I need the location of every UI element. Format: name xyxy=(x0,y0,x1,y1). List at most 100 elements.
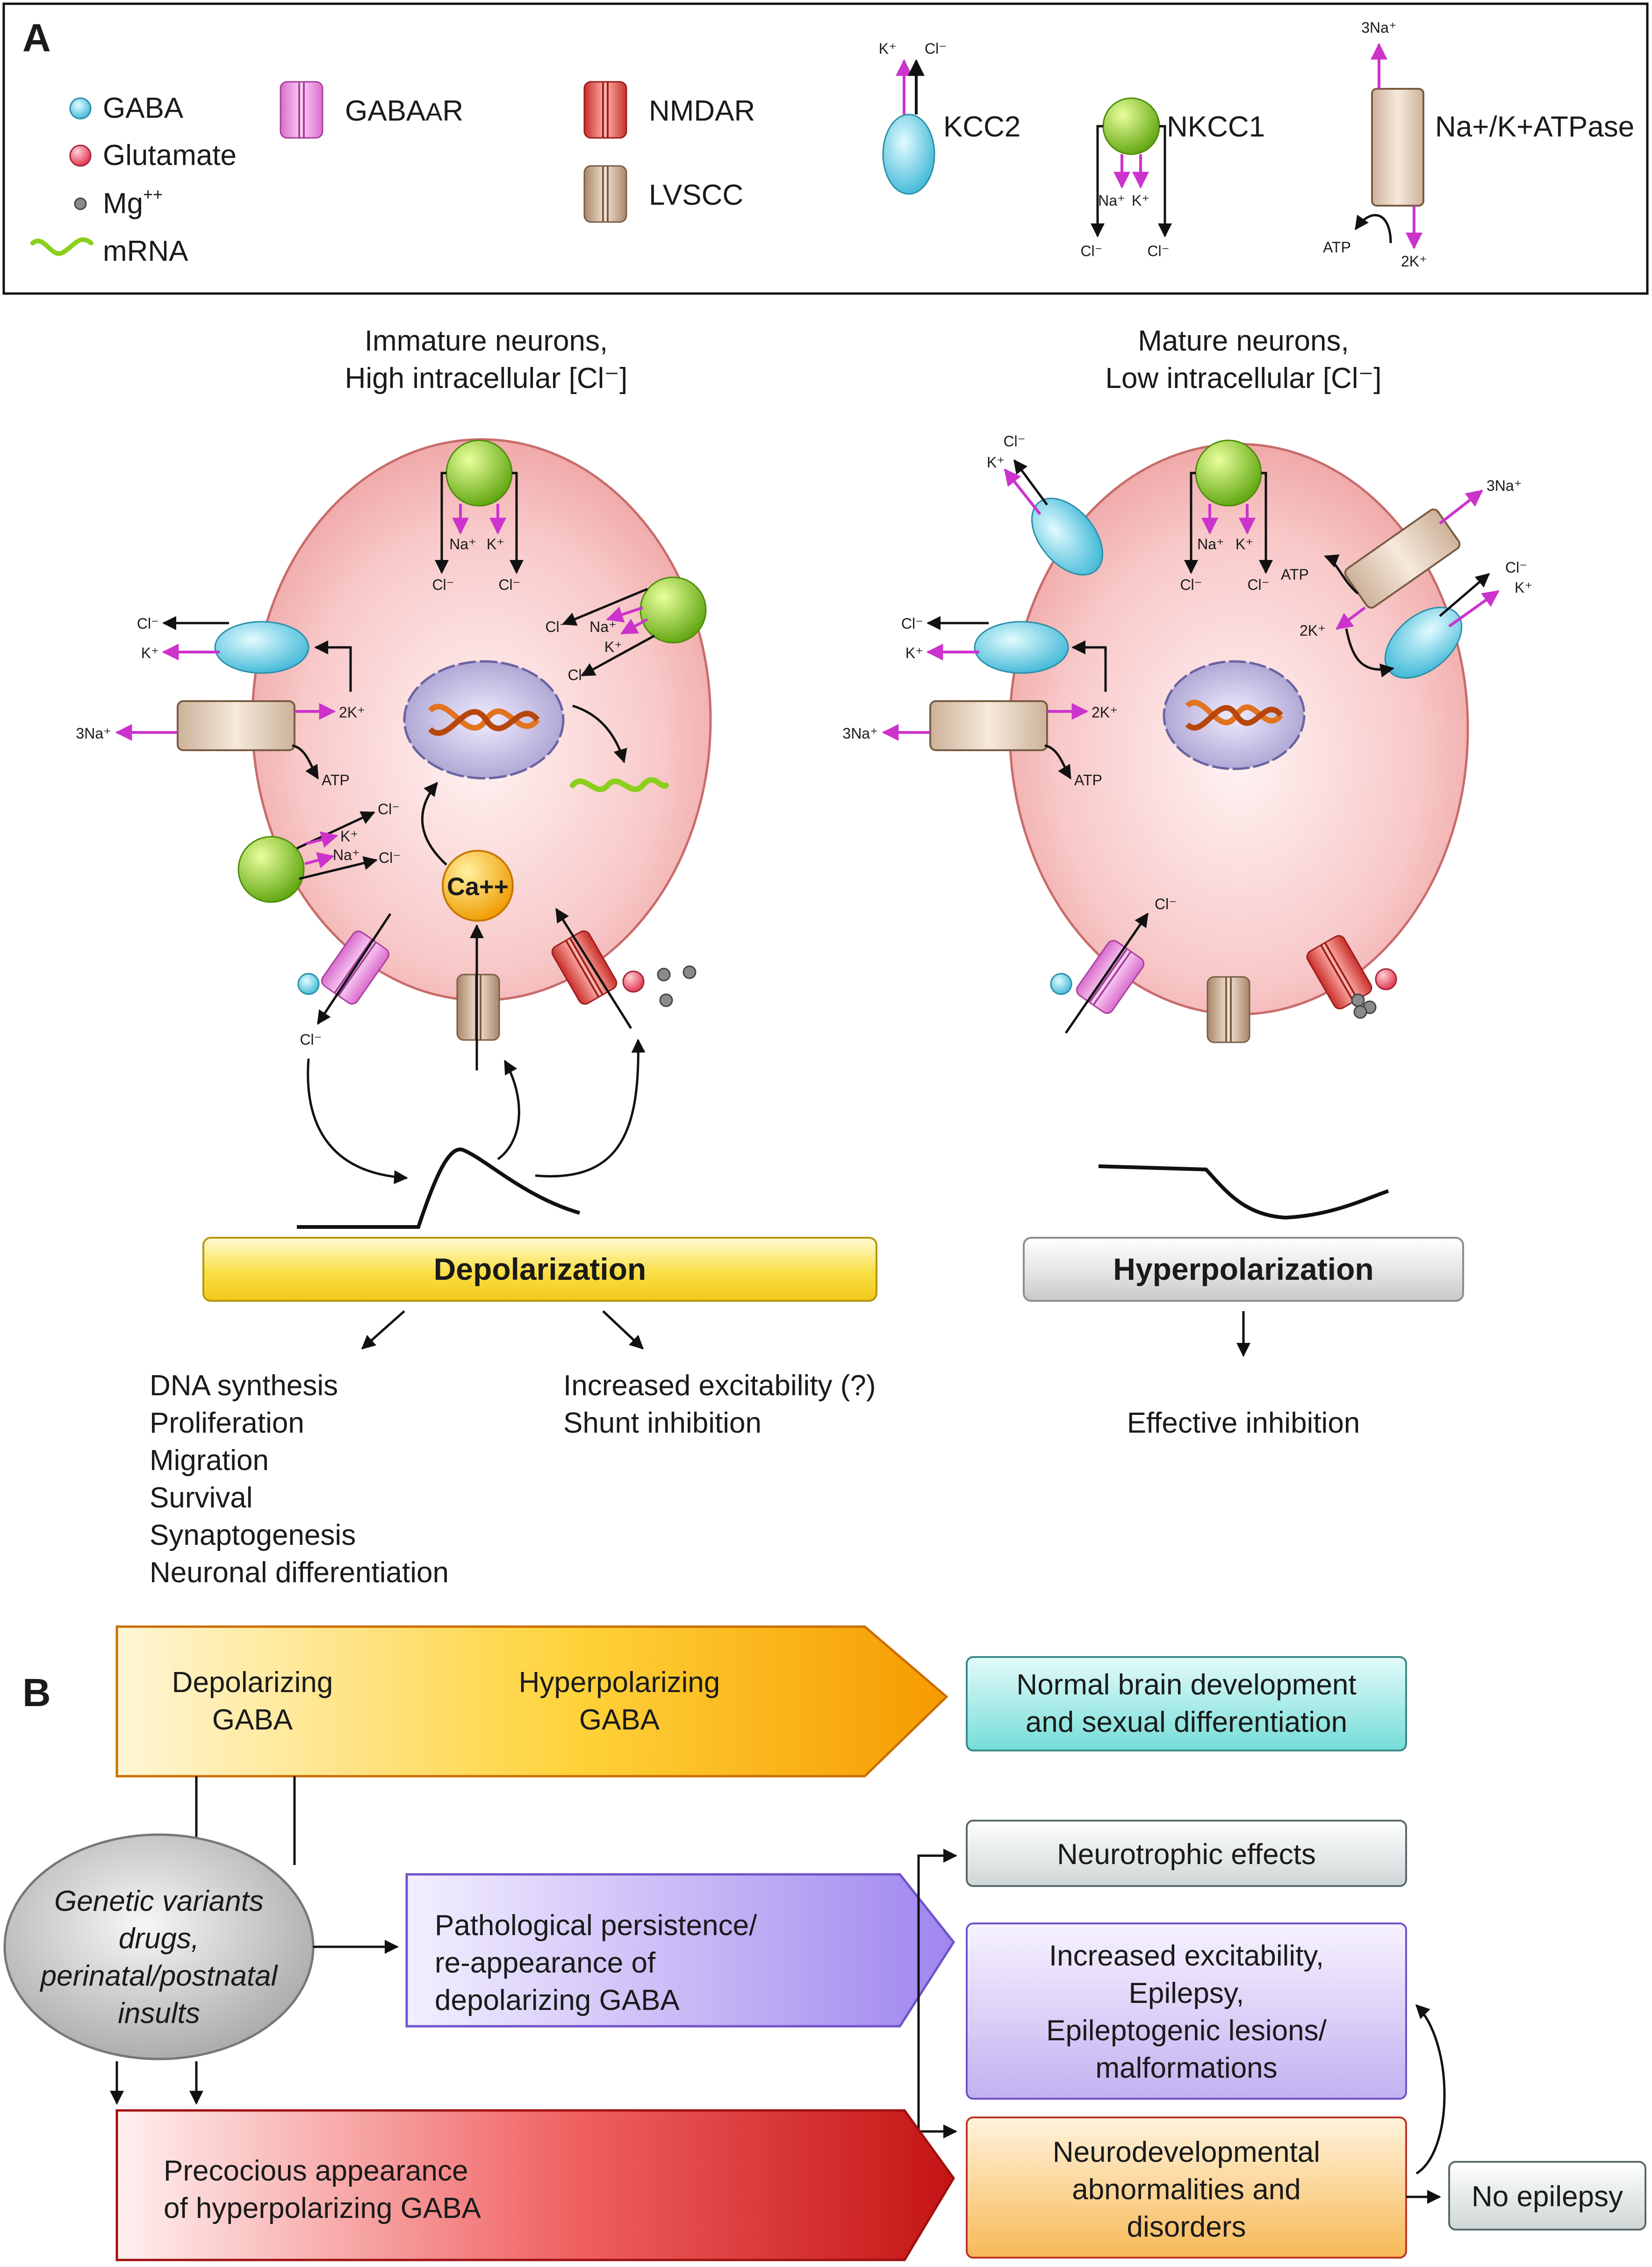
hyperpolarizing-gaba-line2: GABA xyxy=(579,1704,660,1736)
nkcc1-right-na: Na⁺ xyxy=(589,618,617,635)
kcc2-k-label: K⁺ xyxy=(879,40,897,57)
immature-effect-4: Survival xyxy=(150,1482,253,1514)
nkcc1-cl-left-label: Cl⁻ xyxy=(1080,243,1102,259)
no-epilepsy-box xyxy=(1448,2161,1646,2231)
immature-lvscc-icon xyxy=(456,924,500,1070)
neurodev-line2: abnormalities and xyxy=(1072,2174,1300,2206)
nkcc1-right-k: K⁺ xyxy=(604,638,622,655)
nkcc1-top-k: K⁺ xyxy=(487,536,504,552)
immature-effect-1: DNA synthesis xyxy=(150,1370,338,1402)
nkcc1-right-cl1: Cl⁻ xyxy=(545,618,567,635)
atpase-topright-2k: 2K⁺ xyxy=(1300,622,1326,639)
excitability-line3: Epileptogenic lesions/ xyxy=(1046,2015,1327,2047)
nkcc1-top-icon xyxy=(435,439,524,574)
immature-effect-2: Proliferation xyxy=(150,1407,304,1439)
nkcc1-lower-na: Na⁺ xyxy=(333,847,360,863)
immature-mrna-icon xyxy=(570,777,669,792)
immature-gabaar-cl: Cl⁻ xyxy=(300,1031,322,1048)
atpase-topright-icon xyxy=(1324,489,1483,630)
causes-line4: insults xyxy=(118,1997,200,2030)
hyperpolarization-label: Hyperpolarization xyxy=(1113,1252,1373,1286)
normal-development-box xyxy=(966,1656,1407,1751)
legend: A GABA Glutamate Mg++ mRNA GABAAR NMDAR … xyxy=(2,2,1649,295)
calcium-label: Ca++ xyxy=(447,873,509,901)
gaba-switch-arrow xyxy=(115,1625,948,1778)
neurodev-line3: disorders xyxy=(1127,2211,1246,2243)
depolarization-bar xyxy=(202,1237,877,1302)
atpase-2k-label: 2K⁺ xyxy=(1401,253,1427,270)
mature-atpase-left-2k: 2K⁺ xyxy=(1092,704,1118,721)
mature-gabaar-icon xyxy=(1050,912,1149,1034)
atpase-left-3na: 3Na⁺ xyxy=(76,725,111,742)
mature-nkcc1-na: Na⁺ xyxy=(1197,536,1224,552)
neurotrophic-label: Neurotrophic effects xyxy=(1057,1838,1316,1871)
kcc2-right-cl: Cl⁻ xyxy=(1505,559,1527,576)
kcc2-cl-label: Cl⁻ xyxy=(925,40,947,57)
mature-title-line1: Mature neurons, xyxy=(1138,325,1349,357)
causes-line1: Genetic variants xyxy=(54,1885,264,1917)
atpase-icon xyxy=(1354,43,1424,250)
nkcc1-top-cl-left: Cl⁻ xyxy=(432,576,454,593)
gaba-icon xyxy=(69,97,92,120)
legend-glutamate: Glutamate xyxy=(103,139,237,172)
nkcc1-top-na: Na⁺ xyxy=(449,536,476,552)
kcc2-topleft-cl: Cl⁻ xyxy=(1003,433,1025,450)
depolarization-label: Depolarization xyxy=(434,1252,646,1286)
mg-icon xyxy=(74,197,87,210)
atpase-topright-3na: 3Na⁺ xyxy=(1487,477,1522,494)
nkcc1-top-cl-right: Cl⁻ xyxy=(498,576,520,593)
legend-nkcc1: NKCC1 xyxy=(1167,111,1265,143)
neurodev-line1: Neurodevelopmental xyxy=(1053,2136,1320,2168)
atpase-left-atp: ATP xyxy=(322,772,350,789)
kcc2-topleft-icon xyxy=(1004,459,1104,576)
lvscc-icon xyxy=(583,165,627,223)
mature-gabaar-cl: Cl⁻ xyxy=(1155,896,1177,912)
kcc2-topleft-k: K⁺ xyxy=(987,454,1005,471)
legend-mrna: mRNA xyxy=(103,235,188,267)
gaba-to-trace-arrow xyxy=(307,1058,408,1184)
legend-lvscc: LVSCC xyxy=(649,179,743,211)
nkcc1-lower-cl1: Cl⁻ xyxy=(378,801,400,818)
pathological-line2: re-appearance of xyxy=(435,1947,656,1979)
mature-nkcc1-cl-right: Cl⁻ xyxy=(1247,576,1269,593)
immature-title-line1: Immature neurons, xyxy=(365,325,608,357)
kcc2-left-k: K⁺ xyxy=(141,645,159,661)
excitability-line2: Epilepsy, xyxy=(1129,1977,1244,2009)
kcc2-left-cl: Cl⁻ xyxy=(137,615,159,632)
legend-kcc2: KCC2 xyxy=(943,111,1020,143)
mature-atpase-left-icon xyxy=(882,700,1089,780)
mature-atpase-left-3na: 3Na⁺ xyxy=(842,725,878,742)
nkcc1-cl-right-label: Cl⁻ xyxy=(1147,243,1169,259)
nkcc1-k-label: K⁺ xyxy=(1132,192,1149,209)
mature-nkcc1-k: K⁺ xyxy=(1235,536,1253,552)
precocious-line1: Precocious appearance xyxy=(164,2155,468,2187)
depolarizing-gaba-line2: GABA xyxy=(212,1704,293,1736)
precocious-line2: of hyperpolarizing GABA xyxy=(164,2192,481,2224)
neurotrophic-box xyxy=(966,1820,1407,1887)
causes-line3: perinatal/postnatal xyxy=(40,1960,279,1992)
mature-neuron: Mature neurons, Low intracellular [Cl⁻] … xyxy=(842,325,1532,1439)
legend-atpase: Na+/K+ATPase xyxy=(1435,111,1634,143)
immature-neuron: Immature neurons, High intracellular [Cl… xyxy=(76,325,877,1589)
depol-arrow-left xyxy=(361,1310,405,1349)
mature-nucleus-icon xyxy=(1163,660,1306,770)
pathological-line1: Pathological persistence/ xyxy=(435,1909,757,1942)
hyperpolarization-trace xyxy=(1098,1164,1389,1220)
legend-nmdar: NMDAR xyxy=(649,95,755,127)
mature-nkcc1-top-icon xyxy=(1184,439,1273,574)
excitability-line1: Increased excitability, xyxy=(1049,1940,1324,1972)
trace-to-nmdar-arrow xyxy=(535,1039,646,1177)
kcc2-right-k: K⁺ xyxy=(1515,579,1532,596)
panel-b-label: B xyxy=(22,1671,51,1715)
immature-effect-right-1: Increased excitability (?) xyxy=(563,1370,876,1402)
atpase-atp-label: ATP xyxy=(1323,239,1351,256)
mature-atpase-left-atp: ATP xyxy=(1074,772,1102,789)
no-epilepsy-label: No epilepsy xyxy=(1472,2181,1623,2213)
immature-effect-5: Synaptogenesis xyxy=(150,1519,356,1551)
excitability-line4: malformations xyxy=(1095,2052,1277,2084)
immature-title-line2: High intracellular [Cl⁻] xyxy=(345,362,628,395)
calcium-to-nucleus-arrow xyxy=(421,782,447,866)
mature-title-line2: Low intracellular [Cl⁻] xyxy=(1106,362,1382,395)
mrna-icon xyxy=(30,237,93,256)
nkcc1-na-label: Na⁺ xyxy=(1098,192,1125,209)
